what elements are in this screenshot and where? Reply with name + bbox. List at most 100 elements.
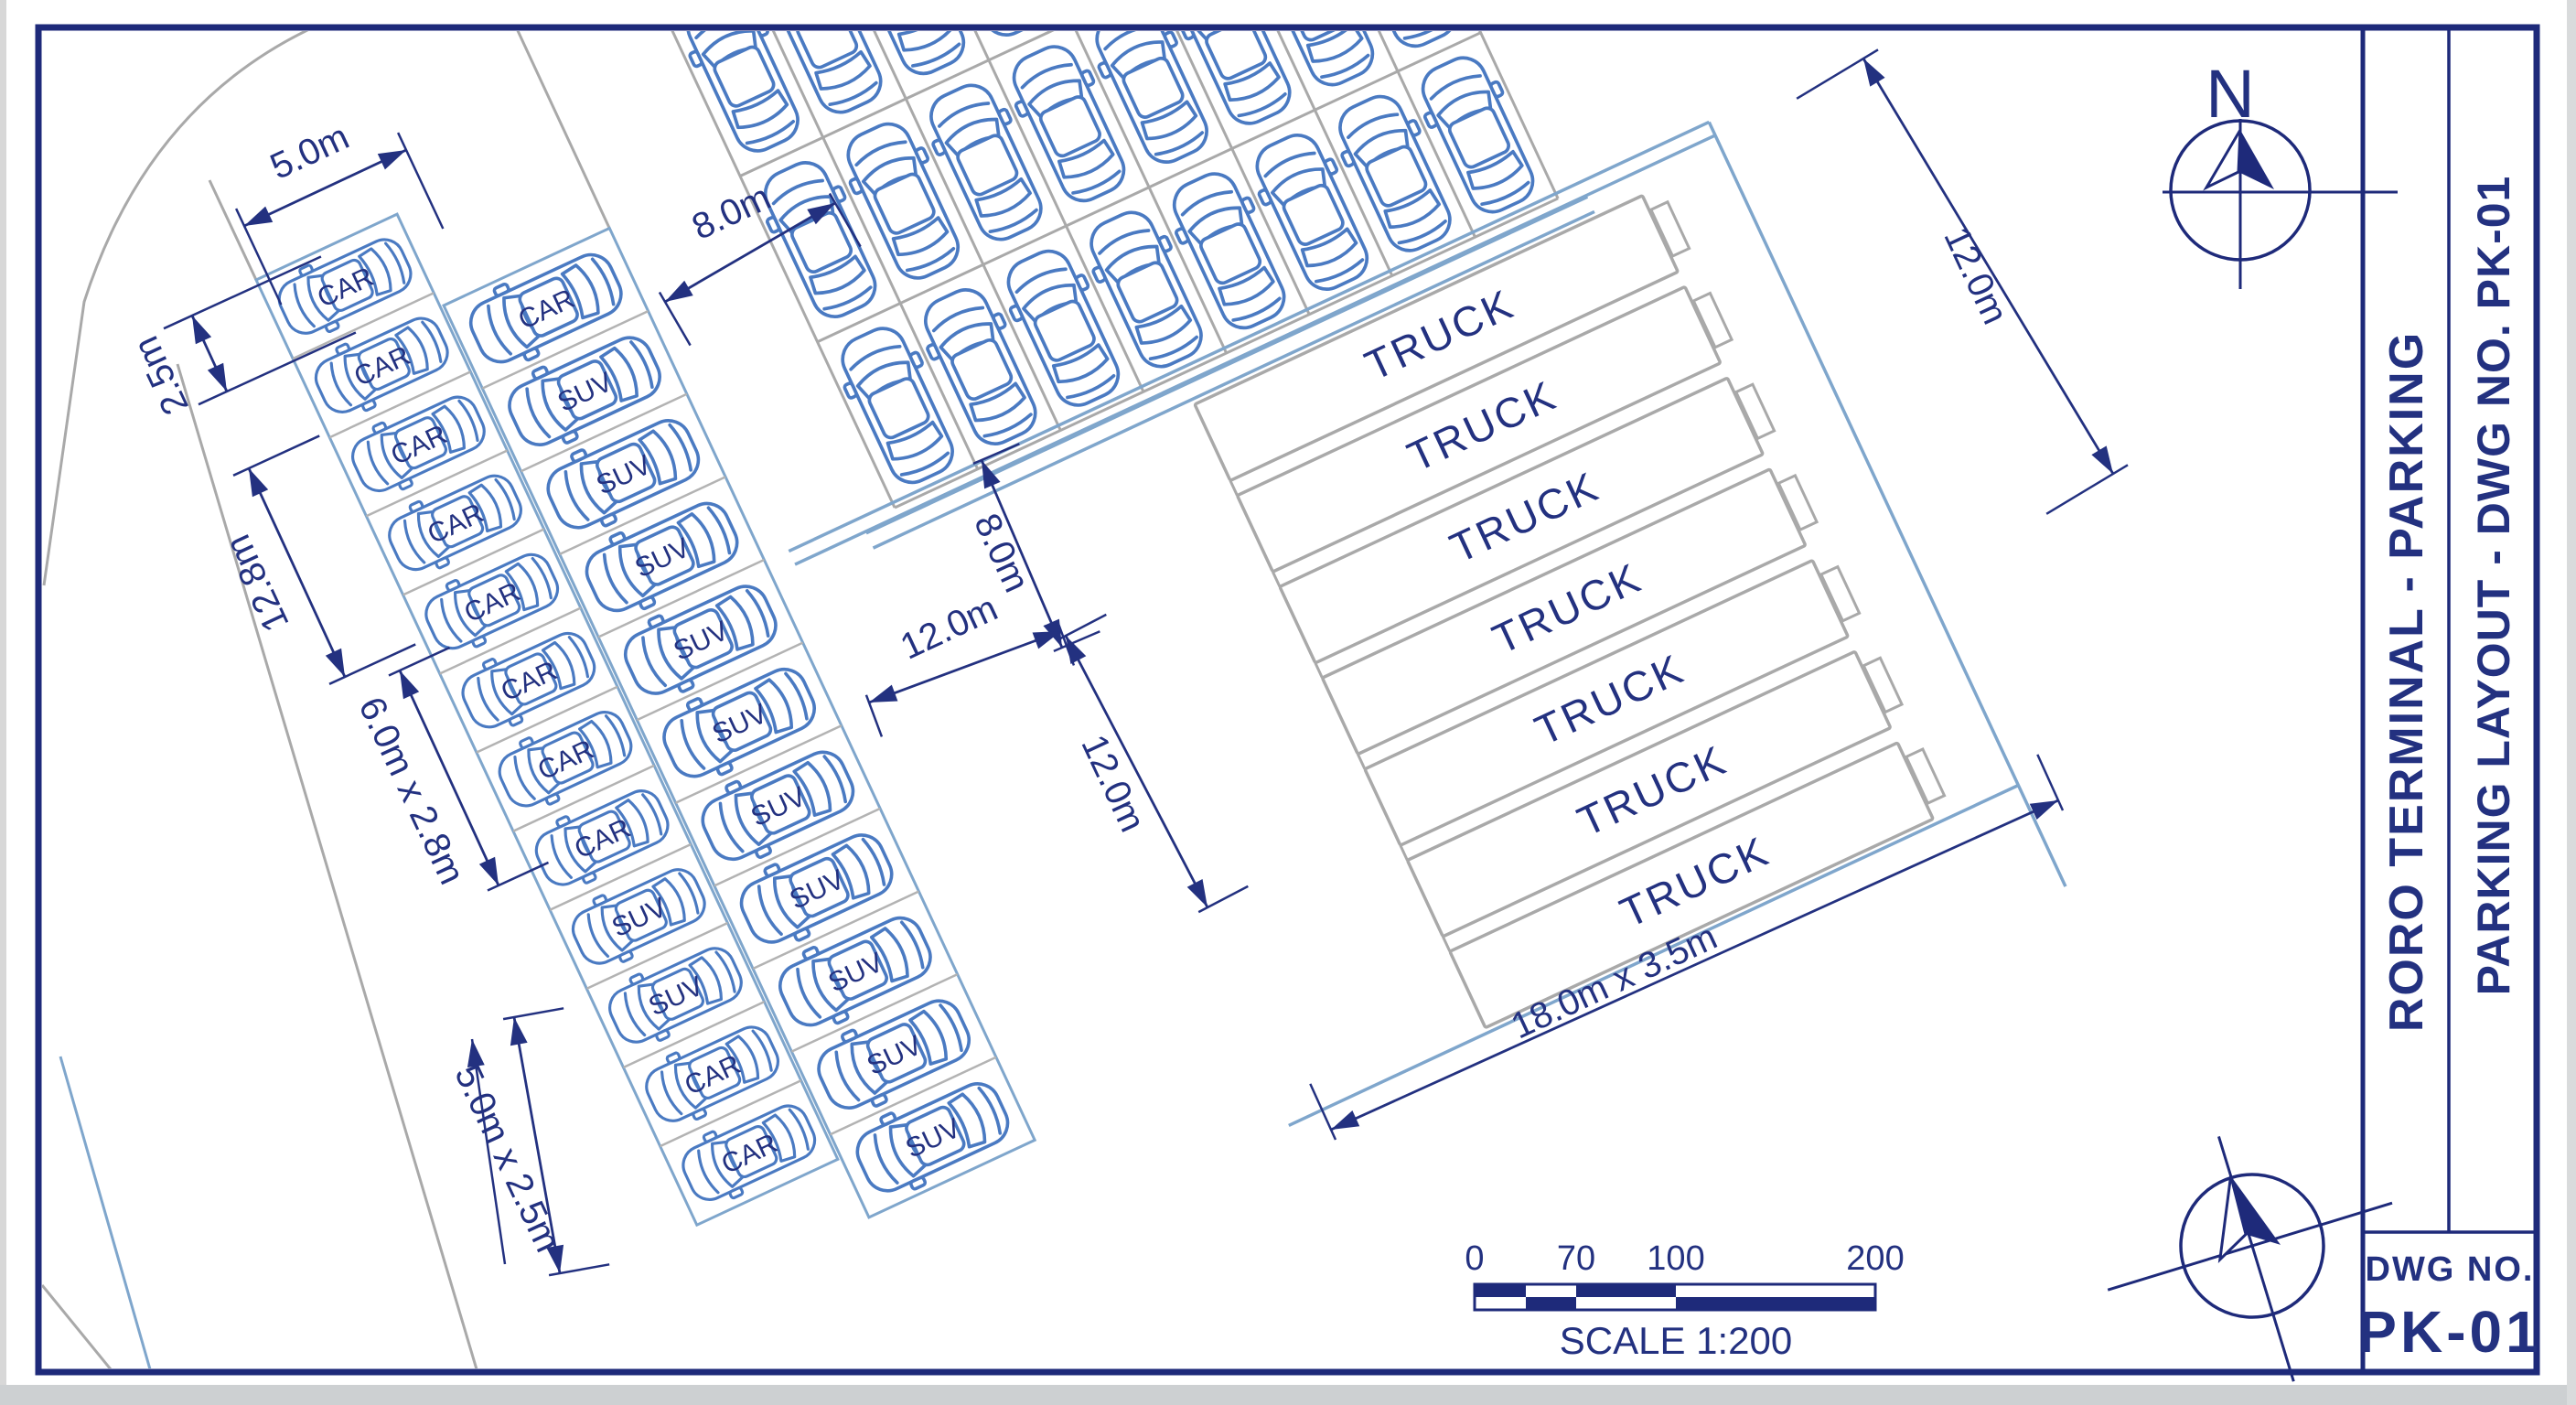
dim-yard-clearance-bottom: 12.0m [1073,729,1153,838]
dimension-line [868,629,1062,704]
stall-grid-line [916,31,1228,354]
dimension-arrowhead [478,856,499,885]
dim-yard-clearance-left: 12.0m [895,588,1004,668]
scan-edge-right [2567,0,2576,1405]
dimension-line [398,670,500,886]
stall-divider [830,1056,997,1136]
stall-divider [559,476,726,555]
dimension-extension [548,1263,610,1277]
left-parking-block: CARCARCARCARCARCARCARCARSUVSUVCARCARCARS… [254,212,1037,1228]
yard-boundary-top [788,120,1711,553]
scan-edge-bottom [0,1385,2576,1405]
sheet-title-secondary: PARKING LAYOUT - DWG NO. PK-01 [2468,176,2519,996]
sheet-title-primary: RORO TERMINAL - PARKING [2380,331,2433,1032]
dimension-arrowhead [1032,631,1061,649]
dimension-extension [328,643,416,685]
stall-divider [521,392,688,473]
stall-divider [292,292,435,360]
stall-divider [675,724,843,804]
dimension-line [1862,58,2115,475]
stall-divider [402,528,545,596]
dimension-line [1330,799,2059,1132]
stall-divider [585,921,728,991]
stall-divider [752,890,919,971]
dimension-arrowhead [869,684,898,702]
dimension-extension [828,192,862,248]
stall-divider [714,807,881,887]
truck-bay-connector [1356,753,1367,770]
dimension-line [512,1016,562,1274]
aisle-boundary [872,209,1595,550]
stall-divider [512,764,655,832]
car-icon [1004,0,1143,7]
stall-divider [439,606,582,675]
scale-tick-200: 200 [1846,1239,1904,1278]
dimension-arrowhead [325,648,345,677]
truck-bay-connector [1399,844,1409,862]
scale-tick-70: 70 [1557,1239,1595,1278]
stall-grid-line [1247,31,1560,199]
dimension-arrowhead [249,468,269,498]
stall-divider [476,685,618,754]
truck-bay-tab [1904,746,1947,806]
dimension-line [243,148,407,228]
truck-bay-connector [1314,662,1324,679]
stall-divider [636,641,804,722]
dimension-arrowhead [207,362,227,391]
scale-tick-100: 100 [1647,1239,1704,1278]
dimension-extension [163,255,322,330]
truck-bay-tab [1776,473,1819,532]
dimension-arrowhead [1863,59,1885,87]
dim-car-stall-depth: 5.0m [264,116,355,187]
yard-boundary-top [794,134,1716,566]
dimension-extension [487,861,550,892]
dwg-no-label: DWG NO. [2366,1250,2535,1289]
truck-bay-label: TRUCK [1613,827,1776,937]
dimension-line [1064,635,1209,908]
dimension-extension [1309,1083,1337,1141]
scale-caption: SCALE 1:200 [1560,1319,1793,1362]
dim-car-stall-width: 2.5m [125,330,196,421]
truck-bay [1363,559,1850,847]
stall-grid-line [1081,31,1394,277]
dimension-extension [502,1007,564,1021]
dim-car-stall-size: 5.0m x 2.5m [446,1058,568,1258]
dim-aisle-width-mid: 8.0m [966,508,1036,598]
dimension-extension [1056,613,1107,642]
scale-bar: 0 70 100 200 SCALE 1:200 [1465,1239,1904,1362]
dimension-extension [972,443,1020,466]
dimension-extension [1197,885,1249,914]
stall-divider [365,449,509,518]
dimension-extension [232,434,320,477]
dimension-arrowhead [2091,445,2113,474]
dimension-arrowhead [467,1039,485,1068]
site-boundary-lines [42,31,611,1368]
dimension-line [470,1038,507,1265]
dwg-no-value: PK-01 [2357,1299,2541,1365]
stall-grid-line [1165,31,1476,238]
dimension-arrowhead [1066,636,1087,664]
dimension-extension [1796,48,1879,100]
dimension-arrowhead [510,1017,528,1046]
truck-bay [1406,650,1892,938]
dimension-extension [864,694,884,737]
stall-grid-line [816,31,1482,344]
stall-divider [597,558,765,638]
truck-bay-tab [1733,382,1776,441]
dimension-arrowhead [2029,800,2058,820]
yard-boundary-right [1707,121,2067,887]
title-block: RORO TERMINAL - PARKING PARKING LAYOUT -… [2357,176,2541,1365]
stall-grid-line [739,31,1404,177]
dimension-arrowhead [244,206,274,226]
dim-truck-stall-size: 18.0m x 3.5m [1505,917,1723,1046]
dimension-extension [658,291,692,347]
truck-bay-connector [1229,479,1239,497]
stall-divider [328,370,471,439]
stall-divider [622,1001,766,1069]
dimension-arrowhead [377,150,406,170]
north-label: N [2206,56,2254,132]
dimension-line [664,201,836,304]
dimension-extension [388,646,451,677]
dimension-arrowhead [1331,1110,1360,1130]
